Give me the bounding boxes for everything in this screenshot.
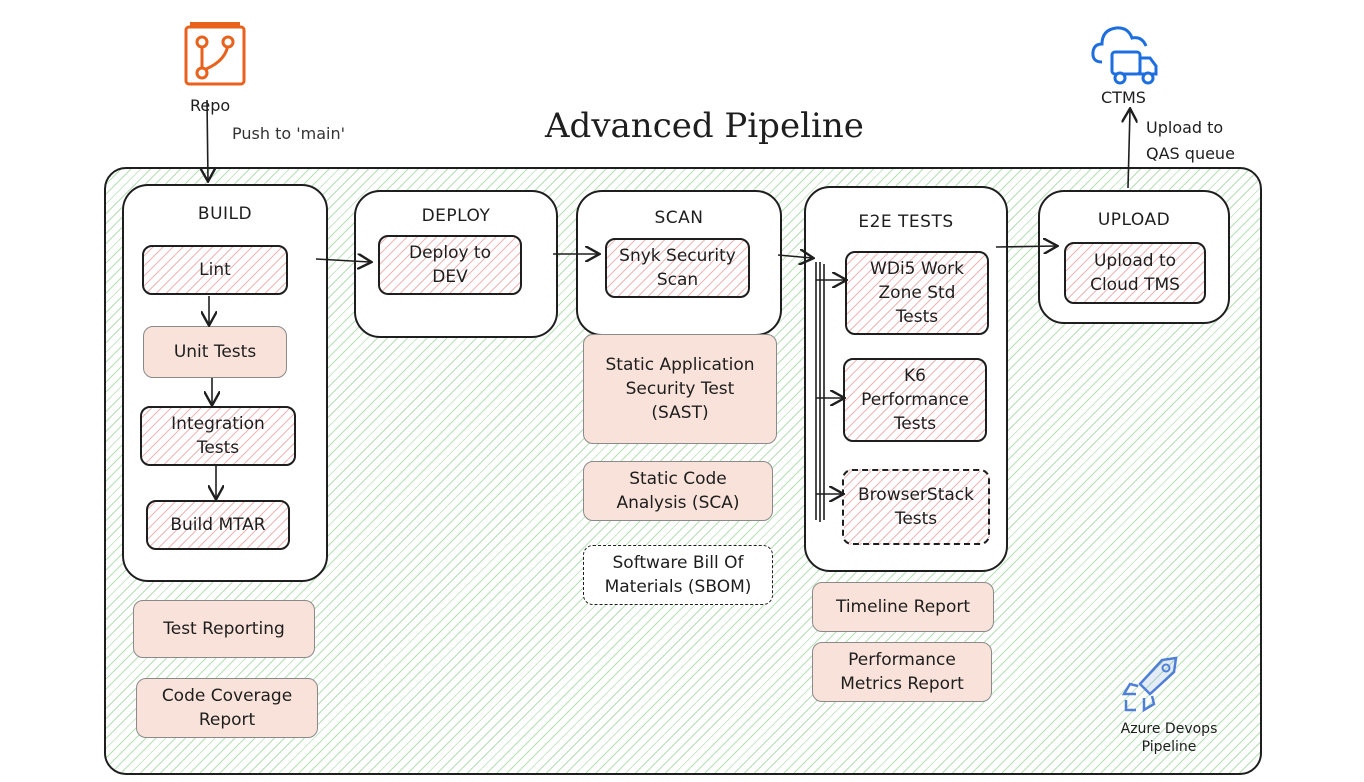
output-code-coverage-report: Code Coverage Report	[136, 678, 318, 738]
step-wdi5-tests: WDi5 Work Zone Std Tests	[845, 251, 989, 335]
stage-e2e-tests-title: E2E TESTS	[858, 212, 954, 232]
azure-devops-pipeline-label: Azure Devops Pipeline	[1120, 721, 1218, 755]
repo-label: Repo	[190, 96, 231, 115]
step-browserstack-tests: BrowserStack Tests	[842, 469, 990, 545]
step-snyk-security-scan: Snyk Security Scan	[605, 238, 750, 298]
repo-icon	[184, 20, 246, 86]
output-performance-metrics-report: Performance Metrics Report	[812, 642, 992, 702]
output-timeline-report: Timeline Report	[812, 582, 994, 632]
step-lint: Lint	[142, 245, 288, 295]
ctms-cloud-truck-icon	[1090, 22, 1160, 86]
repo-trigger-label: Push to 'main'	[232, 124, 345, 143]
step-unit-tests: Unit Tests	[143, 326, 287, 378]
output-test-reporting: Test Reporting	[133, 600, 315, 658]
step-upload-to-cloud-tms: Upload to Cloud TMS	[1064, 242, 1206, 304]
stage-scan-title: SCAN	[654, 208, 704, 228]
output-sast: Static Application Security Test (SAST)	[583, 334, 777, 444]
output-sca: Static Code Analysis (SCA)	[583, 461, 773, 521]
azure-devops-pipeline-icon	[1118, 654, 1184, 714]
stage-upload-title: UPLOAD	[1097, 210, 1171, 230]
step-integration-tests: Integration Tests	[140, 406, 296, 466]
step-build-mtar: Build MTAR	[146, 500, 290, 550]
output-sbom: Software Bill Of Materials (SBOM)	[583, 545, 773, 605]
ctms-label: CTMS	[1101, 88, 1146, 107]
diagram-title: Advanced Pipeline	[545, 106, 864, 146]
step-deploy-to-dev: Deploy to DEV	[378, 235, 522, 295]
ctms-upload-note: Upload to QAS queue	[1146, 118, 1235, 163]
stage-deploy-title: DEPLOY	[421, 206, 491, 226]
step-k6-performance-tests: K6 Performance Tests	[843, 358, 987, 442]
stage-build-title: BUILD	[197, 204, 253, 224]
